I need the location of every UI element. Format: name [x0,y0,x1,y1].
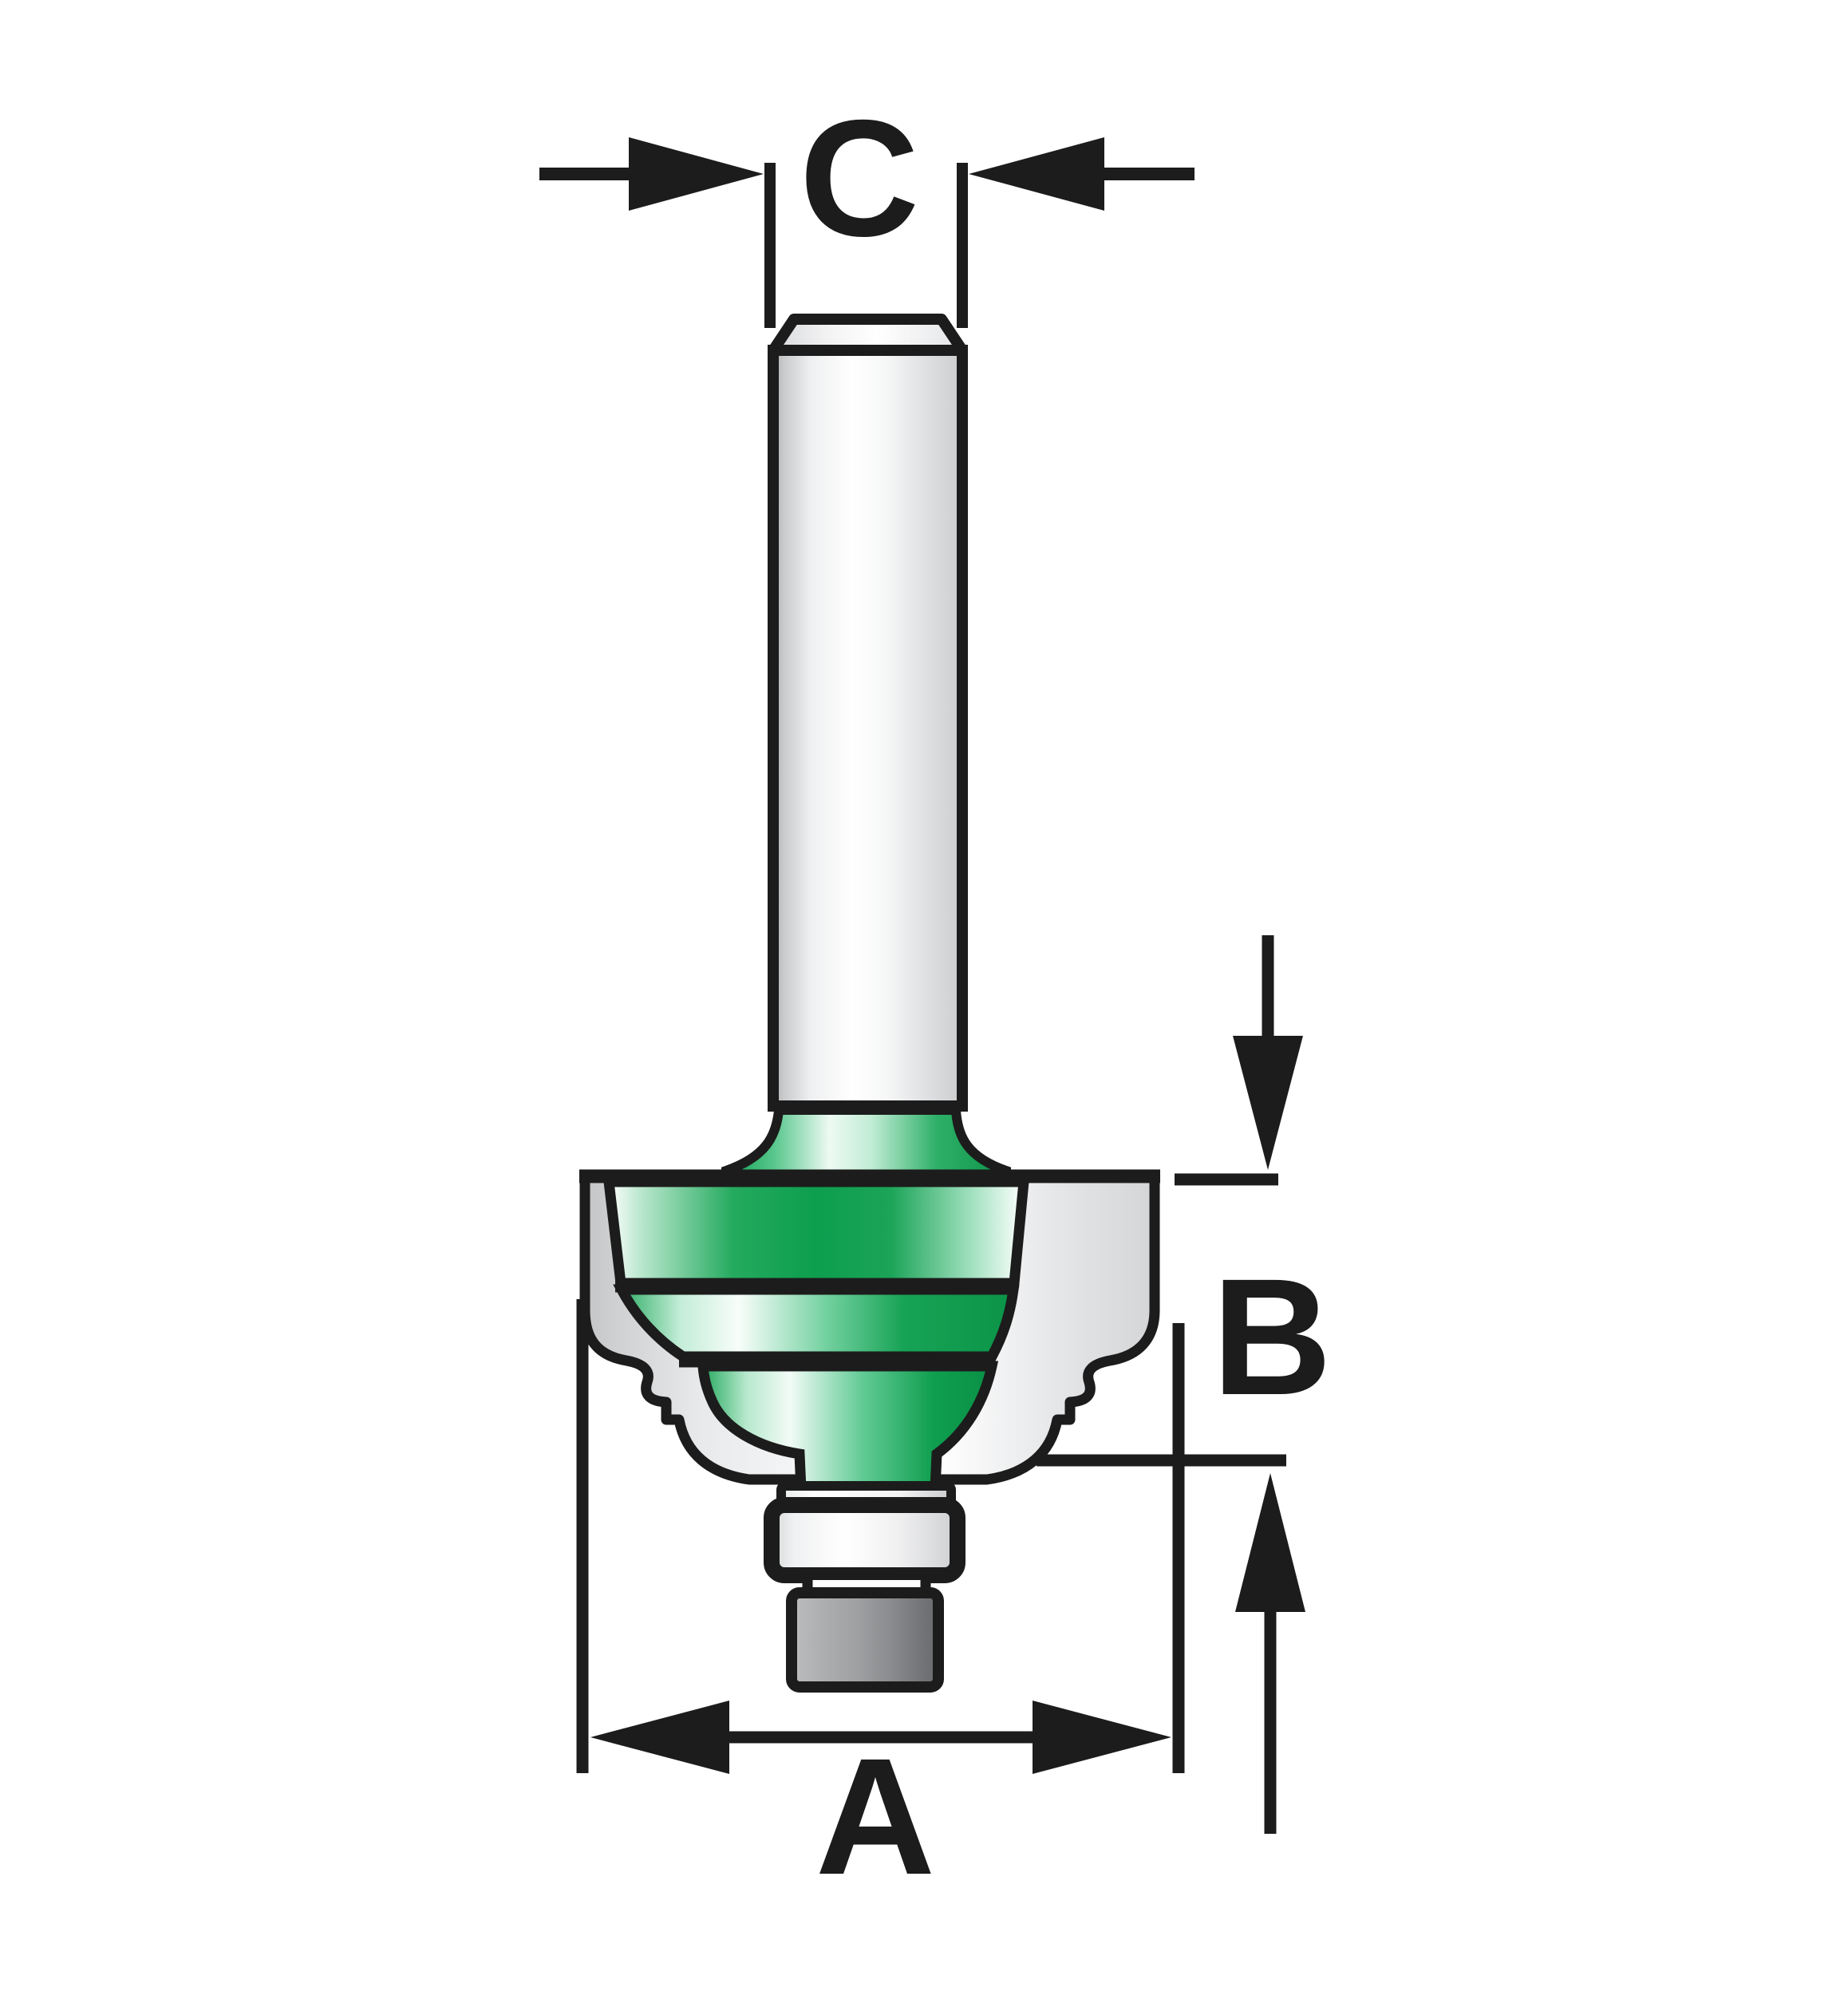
cutting-edge-bell [721,1105,1011,1180]
dim-b-label: B [1212,1245,1332,1430]
cutting-head [579,1105,1160,1495]
shank-cylinder [768,345,968,1112]
dim-b-arrowhead-down-icon [1233,1036,1303,1170]
pilot-bearing [764,1497,965,1583]
dim-a-arrowhead-right-icon [1033,1701,1171,1774]
cutting-edge-lower [697,1361,999,1495]
dim-b-arrowhead-up-icon [1235,1473,1305,1612]
dim-c-label: C [800,86,919,271]
dim-a-label: A [815,1724,935,1910]
dimension-a: A [576,1299,1185,1910]
bearing-screw [786,1587,944,1693]
dim-c-arrowhead-right-icon [969,137,1104,211]
pilot-assembly [764,1481,965,1693]
cutting-edge-middle [613,1284,1020,1362]
dim-a-arrowhead-left-icon [590,1701,729,1774]
shank [768,314,968,1112]
cutting-edge-upper [602,1176,1030,1289]
dim-c-arrowhead-left-icon [629,137,764,211]
dimension-c: C [539,86,1194,328]
dimension-b: B [1037,935,1332,1834]
